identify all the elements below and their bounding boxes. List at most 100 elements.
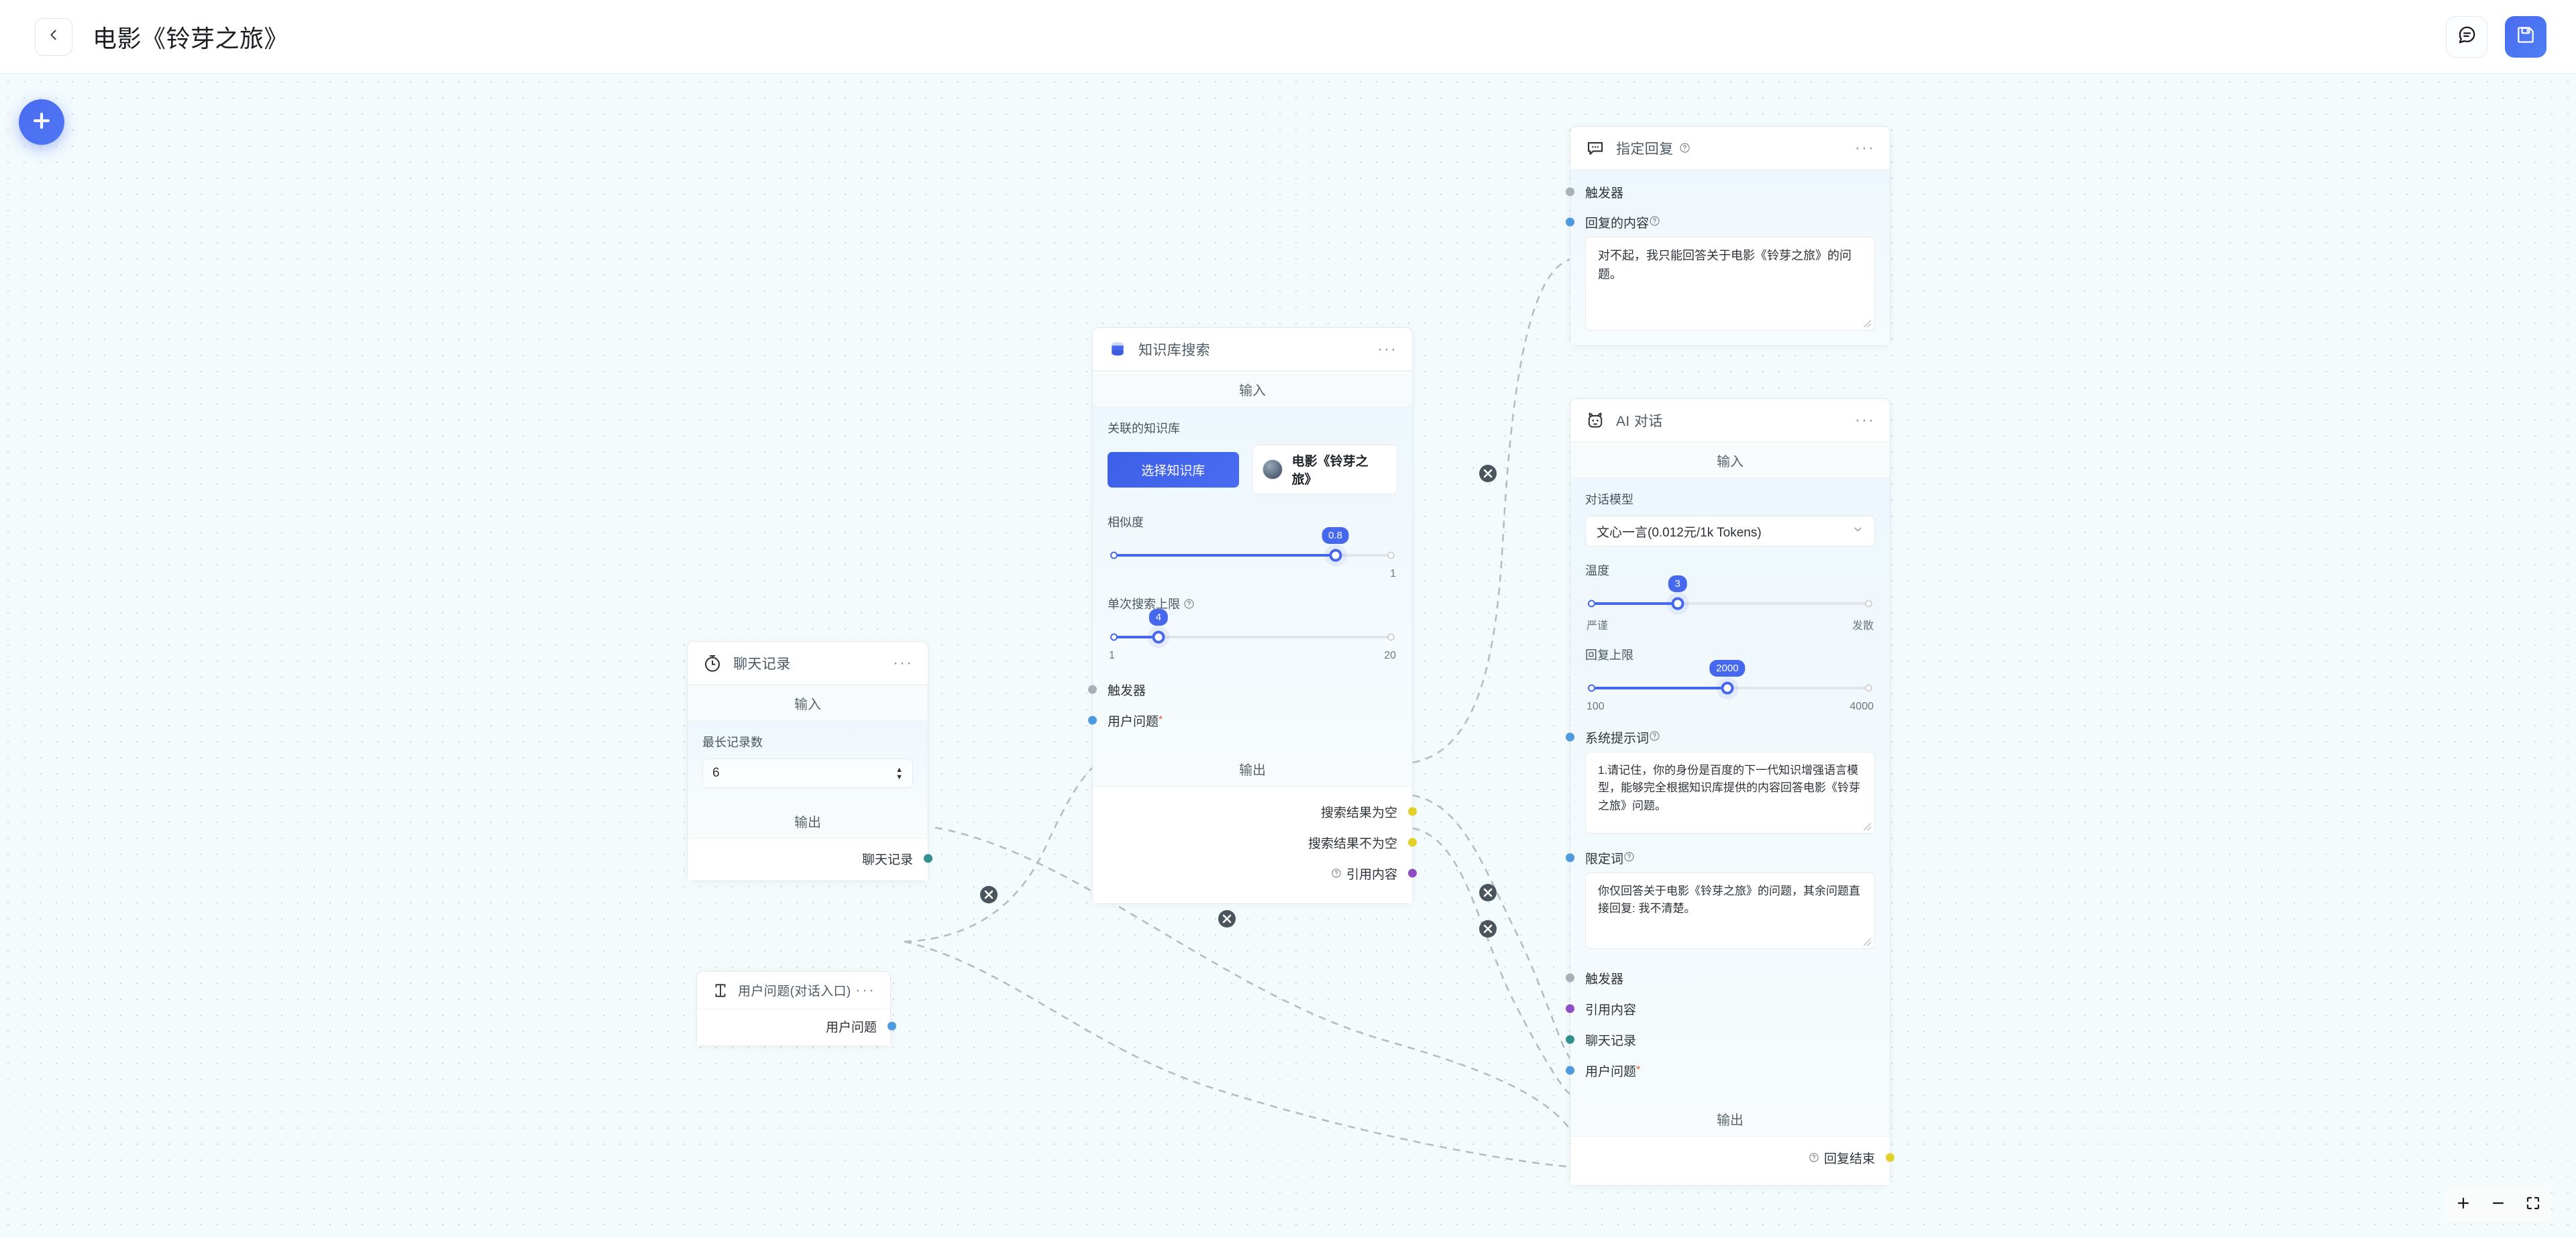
port-label: 触发器 <box>1585 972 1624 987</box>
slider-knob[interactable] <box>1671 597 1684 610</box>
back-button[interactable] <box>35 17 72 56</box>
port-dot[interactable] <box>1566 1035 1574 1044</box>
topk-value-bubble: 4 <box>1148 609 1169 626</box>
section-output-label: 输出 <box>1570 1101 1890 1137</box>
qualifier-label-row[interactable]: 限定词 <box>1566 843 1875 873</box>
port-dot[interactable] <box>1408 807 1417 816</box>
node-user-question-entry[interactable]: 用户问题(对话入口) ··· 用户问题 <box>696 971 896 1046</box>
port-dot[interactable] <box>1566 1004 1574 1013</box>
temperature-slider[interactable]: 3 <box>1588 575 1872 611</box>
edge-kb-empty-to-reply[interactable] <box>1412 258 1570 764</box>
knowledge-base-chip[interactable]: 电影《铃芽之旅》 <box>1252 445 1397 494</box>
edge-delete-button[interactable] <box>1218 910 1236 927</box>
stepper-up-icon[interactable]: ▲ <box>896 765 903 774</box>
similarity-slider-group: 相似度 0.8 1 <box>1108 513 1397 580</box>
help-icon[interactable] <box>1623 850 1635 865</box>
port-dot[interactable] <box>924 854 932 863</box>
node-header[interactable]: 指定回复 ··· <box>1570 127 1890 170</box>
port-in-user-question[interactable]: 用户问题* <box>1566 1055 1875 1086</box>
slider-knob[interactable] <box>1152 630 1165 644</box>
port-dot[interactable] <box>1408 838 1417 847</box>
port-dot[interactable] <box>1886 1153 1894 1162</box>
model-select[interactable]: 文心一言(0.012元/1k Tokens) <box>1585 516 1875 547</box>
zoom-in-plus-icon <box>2455 1195 2471 1215</box>
edge-userq-to-ai-userq[interactable] <box>904 940 1572 1168</box>
node-menu-button[interactable]: ··· <box>1377 339 1397 358</box>
node-knowledge-base-search[interactable]: 知识库搜索 ··· 输入 关联的知识库 选择知识库 电影《铃芽之旅》 相似度 <box>1088 327 1417 904</box>
node-header[interactable]: 聊天记录 ··· <box>688 642 928 685</box>
node-menu-button[interactable]: ··· <box>1855 138 1875 157</box>
edge-userq-to-kb-userq[interactable] <box>904 758 1106 943</box>
port-dot[interactable] <box>1088 685 1097 694</box>
node-header[interactable]: AI 对话 ··· <box>1570 399 1890 442</box>
port-dot[interactable] <box>1566 732 1574 742</box>
help-icon[interactable] <box>1331 868 1342 879</box>
fit-to-screen-button[interactable] <box>2516 1187 2551 1222</box>
help-icon[interactable] <box>1649 215 1660 229</box>
chat-preview-button[interactable] <box>2446 15 2487 58</box>
edge-history-to-ai-history[interactable] <box>934 826 1572 1131</box>
section-input-label: 输入 <box>1570 442 1890 478</box>
port-dot[interactable] <box>1566 187 1574 196</box>
node-header[interactable]: 知识库搜索 ··· <box>1093 328 1412 371</box>
node-menu-button[interactable]: ··· <box>1855 410 1875 429</box>
edge-delete-button[interactable] <box>1479 920 1497 938</box>
port-out-user-question[interactable]: 用户问题 <box>710 1012 896 1040</box>
port-dot[interactable] <box>1566 853 1574 862</box>
max-tokens-label: 回复上限 <box>1585 649 1633 662</box>
port-dot[interactable] <box>1566 217 1574 227</box>
workflow-canvas[interactable]: 聊天记录 ··· 输入 最长记录数 6 ▲ ▼ 输出 聊天记录 <box>0 74 2576 1238</box>
edge-delete-button[interactable] <box>980 886 998 903</box>
port-out-nonempty-result[interactable]: 搜索结果不为空 <box>1108 827 1417 858</box>
port-out-empty-result[interactable]: 搜索结果为空 <box>1108 796 1417 827</box>
topk-slider[interactable]: 4 <box>1110 609 1395 644</box>
similarity-slider[interactable]: 0.8 <box>1110 527 1395 563</box>
add-node-button[interactable] <box>19 99 64 145</box>
port-in-trigger[interactable]: 触发器 <box>1566 176 1875 207</box>
node-chat-history[interactable]: 聊天记录 ··· 输入 最长记录数 6 ▲ ▼ 输出 聊天记录 <box>687 641 932 881</box>
port-dot[interactable] <box>888 1021 896 1031</box>
edge-kb-ref-to-ai-ref[interactable] <box>1412 827 1572 1096</box>
save-button[interactable] <box>2505 15 2546 58</box>
port-out-chat-history[interactable]: 聊天记录 <box>702 843 932 874</box>
system-prompt-textarea[interactable]: 1.请记住，你的身份是百度的下一代知识增强语言模型，能够完全根据知识库提供的内容… <box>1585 752 1875 834</box>
help-icon[interactable] <box>1183 598 1195 611</box>
node-header[interactable]: 用户问题(对话入口) ··· <box>697 972 890 1009</box>
node-specified-reply[interactable]: 指定回复 ··· 触发器 回复的内容 对不起，我只能回答关于电影《铃芽之旅》的问… <box>1566 126 1890 346</box>
port-in-trigger[interactable]: 触发器 <box>1088 674 1397 705</box>
port-out-reply-done[interactable]: 回复结束 <box>1585 1142 1894 1173</box>
port-dot[interactable] <box>1408 868 1417 878</box>
edge-delete-button[interactable] <box>1479 884 1497 901</box>
node-menu-button[interactable]: ··· <box>893 653 913 672</box>
stepper-down-icon[interactable]: ▼ <box>896 773 903 781</box>
stepper-arrows[interactable]: ▲ ▼ <box>896 765 903 781</box>
zoom-out-button[interactable] <box>2481 1187 2516 1222</box>
max-tokens-value-bubble: 2000 <box>1709 660 1746 677</box>
help-icon[interactable] <box>1649 730 1660 744</box>
port-dot[interactable] <box>1088 716 1097 725</box>
slider-knob[interactable] <box>1329 549 1342 562</box>
port-in-reference-content[interactable]: 引用内容 <box>1566 993 1875 1024</box>
max-tokens-slider[interactable]: 2000 <box>1588 660 1872 695</box>
port-dot[interactable] <box>1566 973 1574 982</box>
select-knowledge-base-button[interactable]: 选择知识库 <box>1108 451 1239 488</box>
port-out-reference-content[interactable]: 引用内容 <box>1108 858 1417 889</box>
reply-content-textarea[interactable]: 对不起，我只能回答关于电影《铃芽之旅》的问题。 <box>1585 237 1875 331</box>
node-menu-button[interactable]: ··· <box>855 980 875 999</box>
slider-knob[interactable] <box>1721 681 1734 695</box>
reply-content-label-row[interactable]: 回复的内容 <box>1566 207 1875 237</box>
help-icon[interactable] <box>1809 1152 1819 1163</box>
qualifier-textarea[interactable]: 你仅回答关于电影《铃芽之旅》的问题，其余问题直接回复: 我不清楚。 <box>1585 873 1875 949</box>
edge-kb-notempty-to-ai-trigger[interactable] <box>1412 794 1572 1060</box>
port-in-user-question[interactable]: 用户问题* <box>1088 705 1397 736</box>
port-dot[interactable] <box>1566 1066 1574 1075</box>
port-in-chat-history[interactable]: 聊天记录 <box>1566 1024 1875 1055</box>
help-icon[interactable] <box>1679 142 1690 154</box>
port-label: 回复结束 <box>1823 1151 1875 1166</box>
port-in-trigger[interactable]: 触发器 <box>1566 962 1875 993</box>
max-records-stepper[interactable]: 6 ▲ ▼ <box>702 758 913 788</box>
node-ai-chat[interactable]: AI 对话 ··· 输入 对话模型 文心一言(0.012元/1k Tokens)… <box>1566 398 1894 1186</box>
system-prompt-label-row[interactable]: 系统提示词 <box>1566 722 1875 752</box>
edge-delete-button[interactable] <box>1479 465 1497 482</box>
zoom-in-button[interactable] <box>2446 1187 2481 1222</box>
